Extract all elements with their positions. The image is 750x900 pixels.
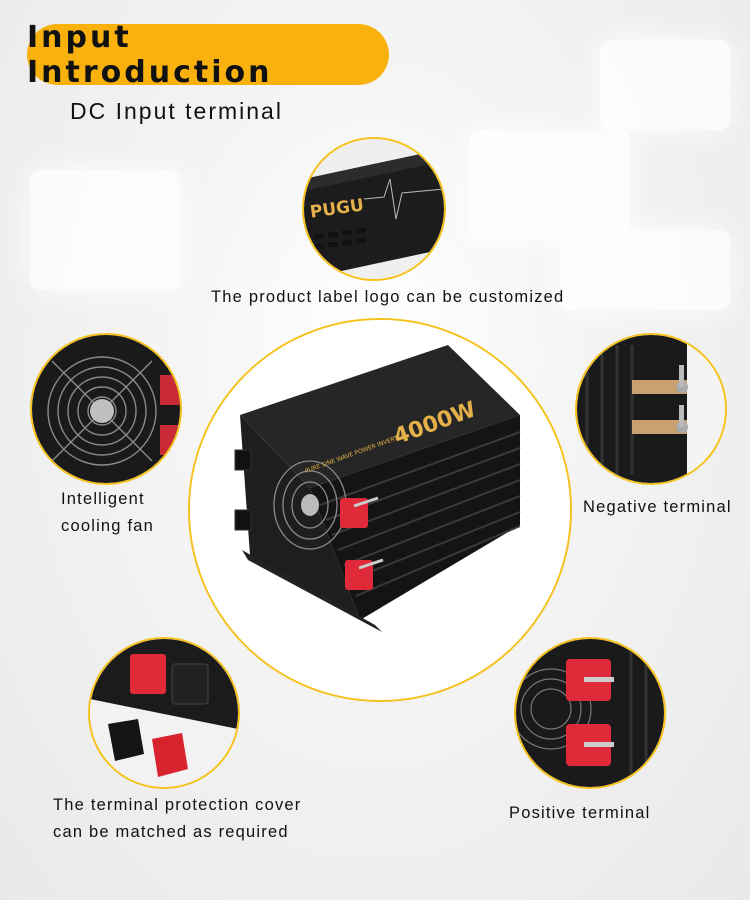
negative-terminal-image <box>575 333 727 485</box>
background-tile <box>560 230 730 310</box>
protection-cover-image <box>88 637 240 789</box>
inverter-main-image: 4000W PURE SINE WAVE POWER INVERTER <box>188 318 572 702</box>
caption-fan: Intelligent cooling fan <box>61 486 154 540</box>
caption-fan-line2: cooling fan <box>61 517 155 535</box>
title-banner: Input Introduction <box>27 20 389 90</box>
caption-fan-line1: Intelligent <box>61 490 145 508</box>
caption-logo: The product label logo can be customized <box>211 288 565 306</box>
logo-detail-image: PUGU <box>302 137 446 281</box>
caption-cover: The terminal protection cover can be mat… <box>53 792 301 846</box>
fan-detail-image <box>30 333 182 485</box>
caption-cover-line2: can be matched as required <box>53 823 289 841</box>
background-tile <box>30 170 180 290</box>
background-tile <box>470 130 630 240</box>
page-subtitle: DC Input terminal <box>70 98 283 124</box>
page-title: Input Introduction <box>27 19 273 90</box>
caption-positive: Positive terminal <box>509 804 651 822</box>
caption-cover-line1: The terminal protection cover <box>53 796 302 814</box>
positive-terminal-image <box>514 637 666 789</box>
caption-negative: Negative terminal <box>583 498 732 516</box>
background-tile <box>600 40 730 130</box>
